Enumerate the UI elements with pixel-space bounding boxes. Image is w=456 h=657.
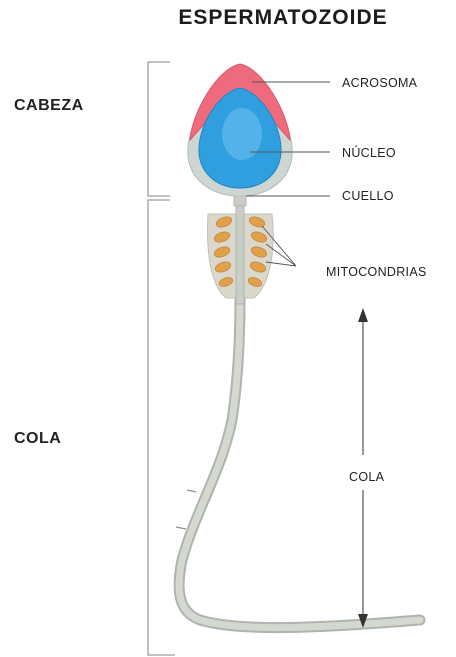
mitochondria-label: MITOCONDRIAS bbox=[326, 265, 427, 279]
nucleus-label: NÚCLEO bbox=[342, 146, 396, 160]
neck-label: CUELLO bbox=[342, 189, 394, 203]
tail-length-arrow bbox=[358, 308, 368, 628]
midpiece bbox=[208, 204, 274, 304]
head-label: CABEZA bbox=[14, 97, 84, 115]
flagellum bbox=[176, 300, 420, 628]
sperm-head bbox=[188, 64, 292, 196]
acrosome-label: ACROSOMA bbox=[342, 76, 417, 90]
tail-section-label: COLA bbox=[14, 430, 61, 448]
head-bracket bbox=[148, 62, 170, 196]
tail-bracket bbox=[148, 200, 175, 655]
tail-length-label: COLA bbox=[349, 470, 384, 484]
